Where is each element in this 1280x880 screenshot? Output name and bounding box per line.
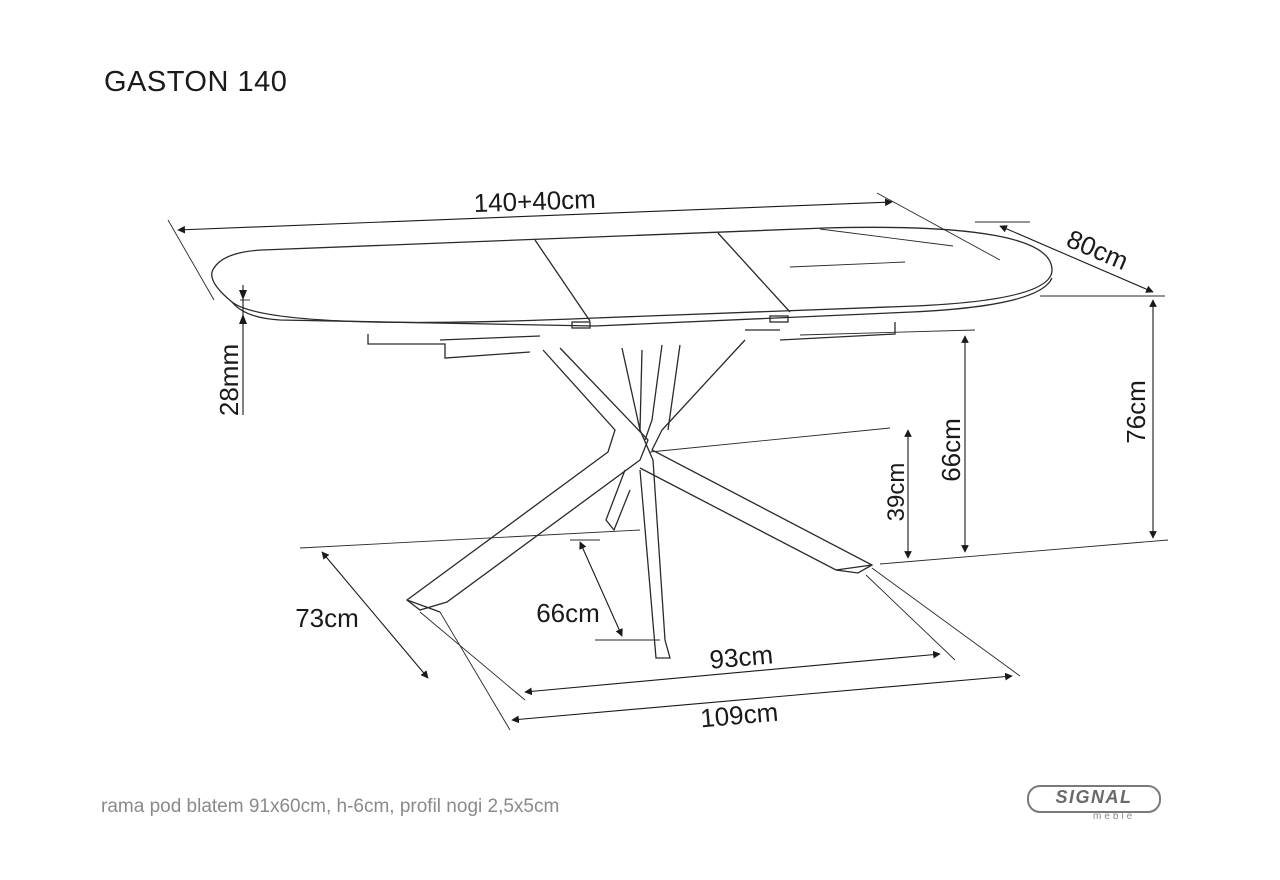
under-frame: [367, 315, 896, 359]
dim-base-depth-line: [321, 551, 429, 679]
logo-frame: [1027, 785, 1161, 813]
label-length: 140+40cm: [473, 184, 596, 218]
dimension-arrows: [177, 198, 1157, 724]
dim-width-line: [999, 225, 1154, 293]
cross-legs: [405, 339, 874, 659]
signal-logo: SIGNAL meble: [1027, 785, 1161, 825]
dim-leg-spread-line: [579, 541, 623, 637]
dim-length-line: [177, 198, 893, 234]
logo-sub: meble: [1093, 811, 1136, 822]
label-leg-spread: 66cm: [536, 598, 600, 628]
label-height-frame: 66cm: [936, 418, 966, 482]
label-base-inner: 93cm: [708, 639, 774, 674]
helper-lines: [167, 192, 1169, 731]
logo-brand: SIGNAL: [1055, 787, 1133, 807]
table-top: [211, 226, 1053, 327]
footnote: rama pod blatem 91x60cm, h-6cm, profil n…: [101, 796, 560, 817]
label-top-thickness: 28mm: [214, 344, 244, 416]
product-title: GASTON 140: [104, 66, 288, 98]
label-leg-cross: 39cm: [883, 463, 910, 522]
dim-base-outer-line: [511, 672, 1013, 724]
label-base-depth: 73cm: [295, 603, 359, 633]
label-height-total: 76cm: [1121, 380, 1151, 444]
label-base-outer: 109cm: [699, 697, 779, 734]
